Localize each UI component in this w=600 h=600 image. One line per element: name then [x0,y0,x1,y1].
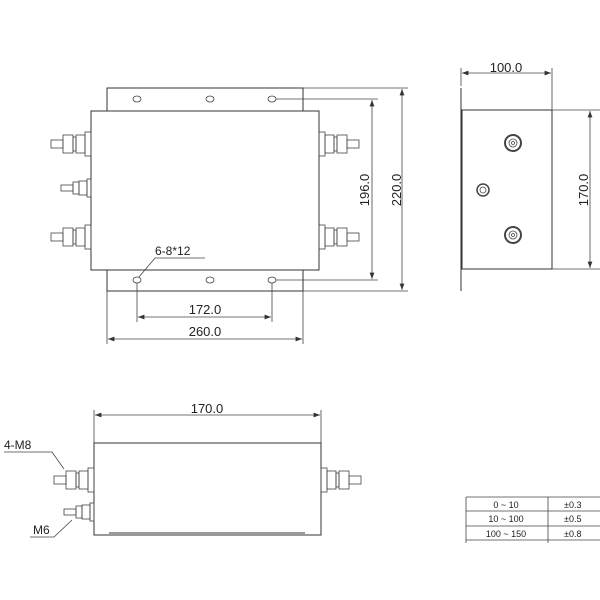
top-view: 196.0 220.0 172.0 260.0 6-8*12 [50,87,408,344]
terminal-stud [50,131,92,157]
leader-line [30,519,73,538]
table-range: 10 ~ 100 [488,514,523,524]
front-body [93,442,322,536]
ground-callout: M6 [33,523,50,537]
table-range: 0 ~ 10 [493,500,518,510]
dim-width-holes: 172.0 [189,302,222,317]
table-tolerance: ±0.5 [564,514,581,524]
terminal-stud [53,467,95,493]
tolerance-table: 0 ~ 10 ±0.3 10 ~ 100 ±0.5 100 ~ 150 ±0.8 [465,496,600,543]
dim-height: 170.0 [576,174,591,207]
table-range: 100 ~ 150 [486,529,526,539]
terminal-stud [318,224,360,250]
hole-callout: 6-8*12 [155,244,191,258]
dim-length: 170.0 [191,401,224,416]
terminal-stud [318,131,360,157]
stud-end-views [476,134,522,244]
side-body [461,109,553,270]
table-tolerance: ±0.8 [564,529,581,539]
dim-width-total: 260.0 [189,324,222,339]
leader-line [138,257,205,278]
dim-height-holes: 196.0 [357,174,372,207]
terminal-stud [320,467,362,493]
ground-stud [60,178,92,198]
side-view: 100.0 170.0 [460,60,600,291]
dim-depth: 100.0 [490,60,523,75]
ground-stud [63,502,95,522]
dim-height-total: 220.0 [389,174,404,207]
terminal-stud [50,224,92,250]
filter-body [90,110,320,271]
mounting-holes [132,95,277,284]
front-view: 170.0 4-M8 M6 [4,401,362,538]
leader-line [4,451,65,470]
terminal-callout: 4-M8 [4,438,32,452]
table-tolerance: ±0.3 [564,500,581,510]
